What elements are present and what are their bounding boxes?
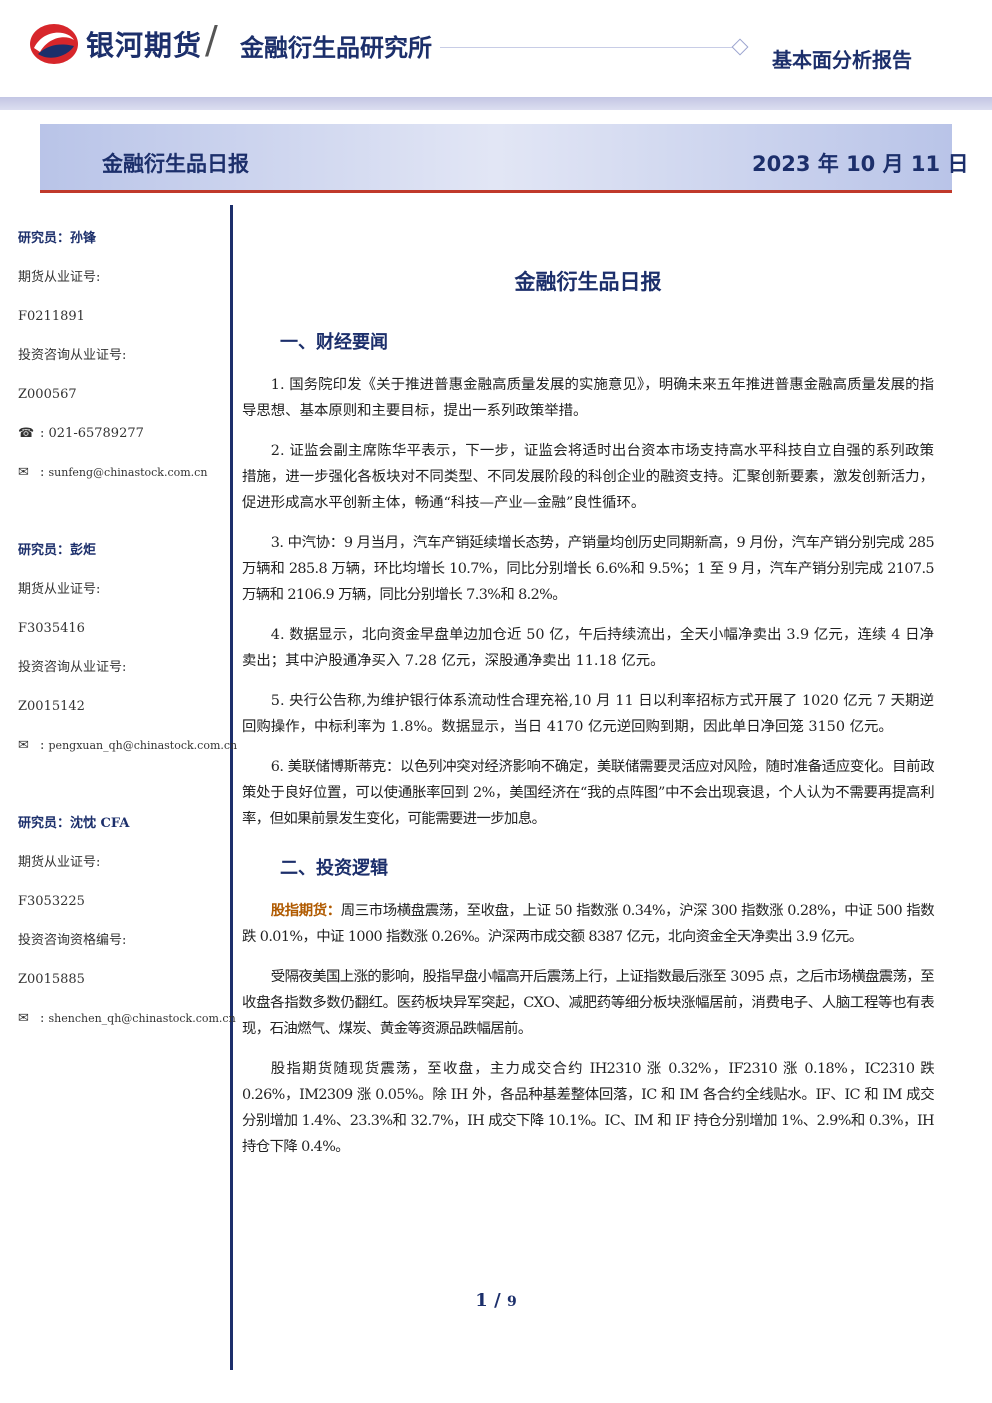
- diamond-icon: [731, 38, 749, 56]
- section-heading-logic: 二、投资逻辑: [280, 858, 388, 879]
- license-label: 期货从业证号:: [18, 582, 101, 597]
- report-type: 基本面分析报告: [772, 48, 912, 72]
- report-series-title: 金融衍生品日报: [102, 152, 249, 176]
- consult-label: 投资咨询从业证号:: [18, 660, 127, 675]
- license-number: F0211891: [18, 309, 85, 324]
- consult-number: Z0015142: [18, 699, 85, 714]
- news-paragraph: 1. 国务院印发《关于推进普惠金融高质量发展的实施意见》，明确未来五年推进普惠金…: [242, 377, 934, 419]
- document-title: 金融衍生品日报: [514, 270, 662, 294]
- institute-name: 金融衍生品研究所: [240, 34, 432, 62]
- researcher-sidebar: 研究员：孙锋 期货从业证号: F0211891 投资咨询从业证号: Z00056…: [18, 226, 237, 1045]
- news-paragraph: 6. 美联储博斯蒂克：以色列冲突对经济影响不确定，美联储需要灵活应对风险，随时准…: [242, 759, 935, 827]
- sidebar-divider: [230, 205, 233, 1370]
- email-row: ✉: sunfeng@chinastock.com.cn: [18, 460, 223, 499]
- main-content: 金融衍生品日报 一、财经要闻 1. 国务院印发《关于推进普惠金融高质量发展的实施…: [242, 262, 935, 1174]
- galaxy-logo-icon: [28, 22, 80, 70]
- researcher-name: 研究员：沈忱 CFA: [18, 816, 130, 831]
- header-divider: /: [205, 18, 218, 62]
- title-bar-underline: [40, 190, 952, 193]
- consult-number: Z0015885: [18, 972, 85, 987]
- news-paragraph: 3. 中汽协：9 月当月，汽车产销延续增长态势，产销量均创历史同期新高，9 月份…: [242, 535, 935, 603]
- researcher-name: 研究员：彭炬: [18, 543, 97, 558]
- researcher-name: 研究员：孙锋: [18, 231, 97, 246]
- license-label: 期货从业证号:: [18, 855, 101, 870]
- email-row: ✉: shenchen_qh@chinastock.com.cn: [18, 1006, 236, 1045]
- header-band: [0, 97, 992, 110]
- license-label: 期货从业证号:: [18, 270, 101, 285]
- email-address[interactable]: pengxuan_qh@chinastock.com.cn: [48, 739, 238, 752]
- researcher-card: 研究员：彭炬 期货从业证号: F3035416 投资咨询从业证号: Z00151…: [18, 538, 237, 772]
- total-pages: 9: [506, 1294, 517, 1310]
- email-address[interactable]: shenchen_qh@chinastock.com.cn: [48, 1012, 236, 1025]
- email-icon: ✉: [18, 465, 29, 480]
- header-rule: [440, 47, 732, 48]
- phone-icon: ☎: [18, 426, 35, 441]
- phone-number: 021-65789277: [48, 426, 144, 441]
- logic-paragraph: 股指期货随现货震荡，至收盘，主力成交合约 IH2310 涨 0.32%，IF23…: [242, 1061, 935, 1155]
- brand-name: 银河期货: [86, 29, 203, 62]
- email-icon: ✉: [18, 738, 29, 753]
- report-date: 2023 年 10 月 11 日: [752, 152, 969, 176]
- email-address[interactable]: sunfeng@chinastock.com.cn: [48, 466, 208, 479]
- stock-index-futures-text: 周三市场横盘震荡，至收盘，上证 50 指数涨 0.34%，沪深 300 指数涨 …: [242, 903, 935, 945]
- researcher-card: 研究员：孙锋 期货从业证号: F0211891 投资咨询从业证号: Z00056…: [18, 226, 223, 499]
- news-paragraph: 5. 央行公告称,为维护银行体系流动性合理充裕,10 月 11 日以利率招标方式…: [242, 693, 934, 735]
- page-number: 1 / 9: [0, 1290, 992, 1311]
- consult-number: Z000567: [18, 387, 77, 402]
- logic-paragraph: 受隔夜美国上涨的影响，股指早盘小幅高开后震荡上行，上证指数最后涨至 3095 点…: [242, 969, 935, 1037]
- page-separator: /: [487, 1290, 507, 1311]
- current-page: 1: [475, 1290, 488, 1311]
- title-bar: [40, 124, 952, 190]
- section-heading-news: 一、财经要闻: [280, 332, 388, 353]
- news-paragraph: 4. 数据显示，北向资金早盘单边加仓近 50 亿，午后持续流出，全天小幅净卖出 …: [242, 627, 934, 669]
- phone-row: ☎: 021-65789277: [18, 421, 223, 460]
- email-row: ✉: pengxuan_qh@chinastock.com.cn: [18, 733, 237, 772]
- news-paragraph: 2. 证监会副主席陈华平表示，下一步，证监会将适时出台资本市场支持高水平科技自立…: [242, 443, 934, 511]
- consult-label: 投资咨询资格编号:: [18, 933, 127, 948]
- stock-index-futures-label: 股指期货：: [270, 902, 342, 919]
- logic-paragraph: 股指期货：周三市场横盘震荡，至收盘，上证 50 指数涨 0.34%，沪深 300…: [242, 898, 935, 950]
- researcher-card: 研究员：沈忱 CFA 期货从业证号: F3053225 投资咨询资格编号: Z0…: [18, 811, 236, 1045]
- license-number: F3053225: [18, 894, 85, 909]
- consult-label: 投资咨询从业证号:: [18, 348, 127, 363]
- email-icon: ✉: [18, 1011, 29, 1026]
- license-number: F3035416: [18, 621, 85, 636]
